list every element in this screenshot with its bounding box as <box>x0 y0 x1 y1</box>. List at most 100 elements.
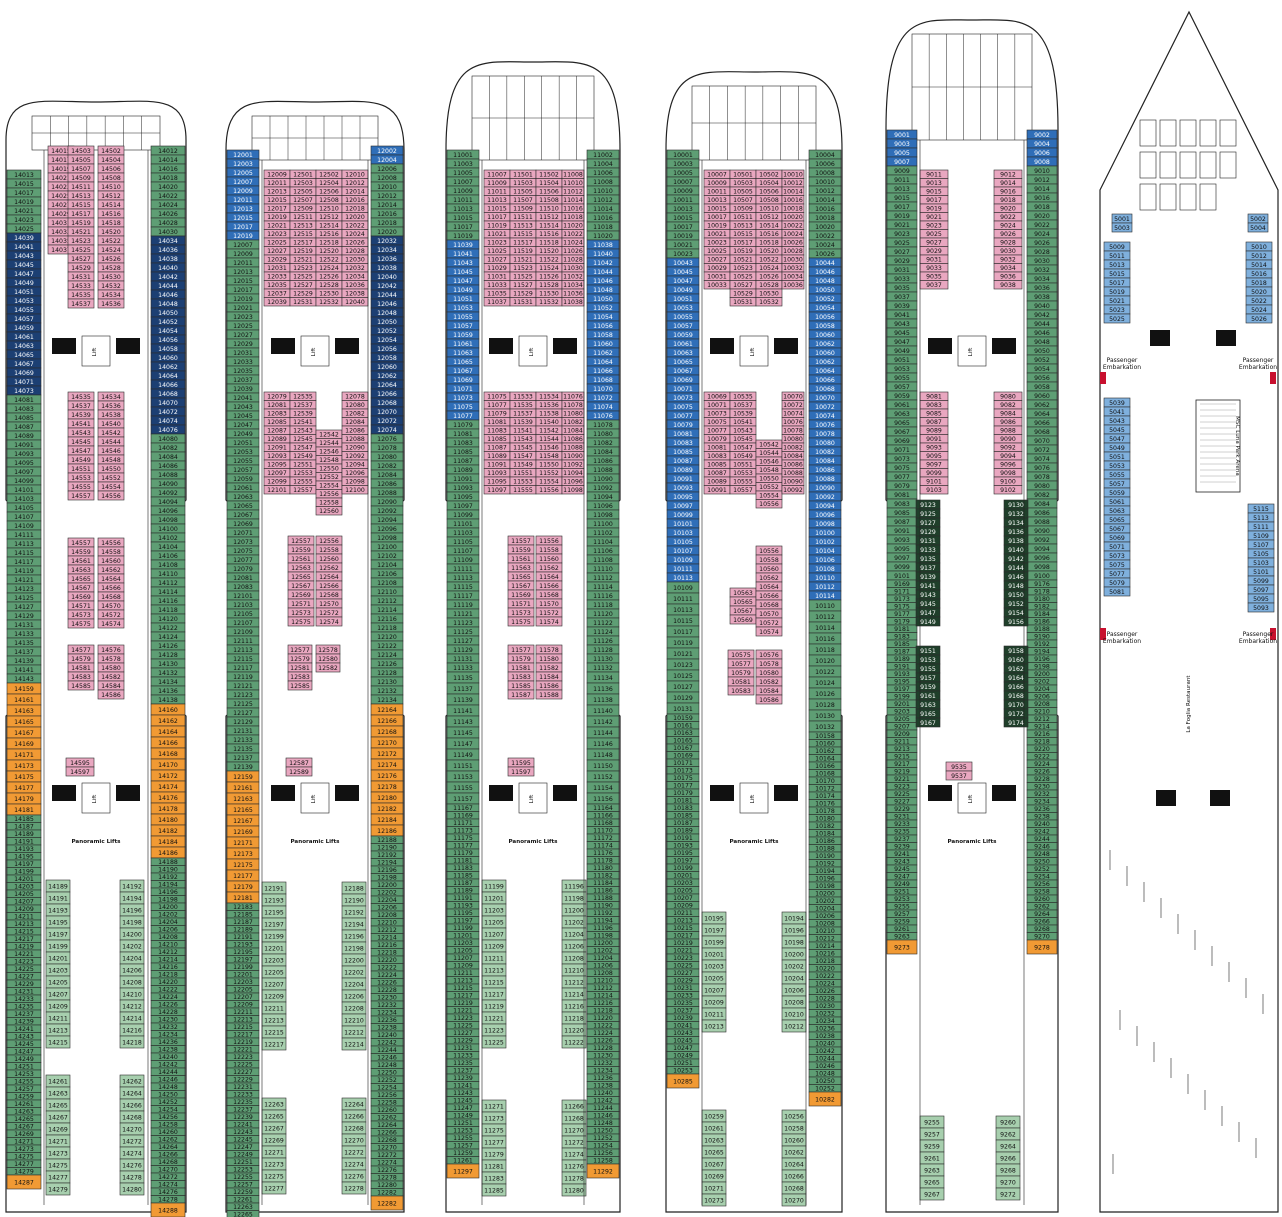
cabin-number: 11502 <box>539 172 559 179</box>
cabin-number: 12246 <box>377 1055 397 1062</box>
cabin-number: 9135 <box>920 556 936 563</box>
cabin-number: 14016 <box>158 166 178 173</box>
cabin-number: 11007 <box>487 172 507 179</box>
cabin-number: 12176 <box>377 773 397 780</box>
cabin-number: 9028 <box>1034 249 1050 256</box>
cabin-number: 11229 <box>453 1038 473 1045</box>
cabin-number: 11508 <box>539 197 559 204</box>
cabin-number: 12088 <box>377 490 397 497</box>
cabin-number: 12011 <box>233 197 253 204</box>
cabin-number: 10165 <box>673 738 693 745</box>
cabin-number: 14074 <box>158 418 178 425</box>
cabin-number: 9069 <box>894 438 910 445</box>
cabin-number: 14188 <box>158 859 178 866</box>
cabin-number: 12185 <box>233 912 253 919</box>
cabin-number: 11275 <box>484 1127 504 1134</box>
cabin-number: 10102 <box>815 539 835 546</box>
cabin-number: 11015 <box>487 206 507 213</box>
cabin-number: 10010 <box>783 172 803 179</box>
cabin-number: 11149 <box>453 752 473 759</box>
cabin-number: 12040 <box>345 299 365 306</box>
cabin-number: 10213 <box>673 918 693 925</box>
cabin-number: 10546 <box>759 459 779 466</box>
cabin-number: 11062 <box>593 350 613 357</box>
cabin-number: 11222 <box>564 1039 584 1046</box>
cabin-number: 12002 <box>377 148 397 155</box>
cabin-number: 9196 <box>1034 656 1050 663</box>
cabin-number: 11192 <box>593 910 613 917</box>
cabin-number: 12274 <box>344 1161 364 1168</box>
cabin-number: 10044 <box>815 260 835 267</box>
cabin-number: 10012 <box>815 188 835 195</box>
inner-cabin-14280[interactable] <box>119 1182 145 1196</box>
inner-cabin-14556[interactable] <box>97 490 125 501</box>
cabin-number: 14218 <box>122 1039 142 1046</box>
cabin-number: 14174 <box>158 784 178 791</box>
cabin-number: 12030 <box>345 257 365 264</box>
inner-cabin-14574[interactable] <box>97 618 125 629</box>
cabin-number: 9081 <box>926 394 942 401</box>
cabin-number: 12184 <box>377 817 397 824</box>
inner-cabin-14585[interactable] <box>67 680 95 691</box>
cabin-number: 12560 <box>319 556 339 563</box>
cabin-number: 12235 <box>233 1099 253 1106</box>
inner-cabin-14218[interactable] <box>119 1035 145 1049</box>
cabin-number: 10062 <box>815 359 835 366</box>
cabin-number: 10110 <box>815 603 835 610</box>
cabin-number: 12202 <box>344 969 364 976</box>
cabin-number: 12276 <box>377 1167 397 1174</box>
cabin-number: 11577 <box>511 647 531 654</box>
inner-cabin-14215[interactable] <box>45 1035 71 1049</box>
cabin-number: 12011 <box>233 260 253 267</box>
cabin-number: 10081 <box>673 431 693 438</box>
cabin-number: 12553 <box>293 470 313 477</box>
cabin-number: 12190 <box>344 897 364 904</box>
cabin-number: 9138 <box>1008 538 1024 545</box>
inner-cabin-14597[interactable] <box>65 766 95 777</box>
cabin-number: 11241 <box>453 1083 473 1090</box>
cabin-number: 9035 <box>894 285 910 292</box>
cabin-number: 9141 <box>920 583 936 590</box>
cabin-number: 14014 <box>158 157 178 164</box>
cabin-number: 11091 <box>453 476 473 483</box>
cabin-number: 11023 <box>487 240 507 247</box>
cabin-number: 10112 <box>815 584 835 591</box>
cabin-number: 14562 <box>101 567 121 574</box>
cabin-number: 9030 <box>1000 248 1016 255</box>
inner-cabin-14536[interactable] <box>97 298 125 309</box>
cabin-number: 12225 <box>233 1062 253 1069</box>
inner-cabin-14575[interactable] <box>67 618 95 629</box>
cabin-number: 9235 <box>894 829 910 836</box>
cabin-number: 11202 <box>593 948 613 955</box>
inner-cabin-14537[interactable] <box>67 298 95 309</box>
cabin-number: 5043 <box>1109 418 1125 425</box>
cabin-14287[interactable] <box>6 1174 42 1190</box>
cabin-number: 14090 <box>158 481 178 488</box>
cabin-number: 10121 <box>673 651 693 658</box>
cabin-number: 9186 <box>1034 619 1050 626</box>
cabin-14288[interactable] <box>150 1202 186 1217</box>
cabin-number: 10087 <box>707 470 727 477</box>
cabin-number: 14214 <box>122 1015 142 1022</box>
cabin-number: 11270 <box>564 1127 584 1134</box>
cabin-number: 10060 <box>815 332 835 339</box>
cabin-number: 12215 <box>233 1024 253 1031</box>
cabin-number: 9049 <box>894 348 910 355</box>
inner-cabin-14279[interactable] <box>45 1182 71 1196</box>
cabin-number: 10100 <box>815 530 835 537</box>
inner-cabin-14557[interactable] <box>67 490 95 501</box>
cabin-number: 9266 <box>1034 919 1050 926</box>
inner-cabin-14586[interactable] <box>97 689 125 700</box>
cabin-number: 14126 <box>158 643 178 650</box>
cabin-number: 11168 <box>593 820 613 827</box>
cabin-number: 11215 <box>484 979 504 986</box>
cabin-number: 14204 <box>122 955 142 962</box>
cabin-number: 9088 <box>1000 428 1016 435</box>
cabin-number: 10556 <box>759 501 779 508</box>
cabin-number: 10071 <box>707 402 727 409</box>
cabin-number: 14053 <box>14 298 34 305</box>
cabin-number: 14037 <box>51 247 71 254</box>
cabin-number: 12116 <box>377 616 397 623</box>
cabin-number: 9055 <box>894 375 910 382</box>
cabin-number: 14240 <box>158 1054 178 1061</box>
